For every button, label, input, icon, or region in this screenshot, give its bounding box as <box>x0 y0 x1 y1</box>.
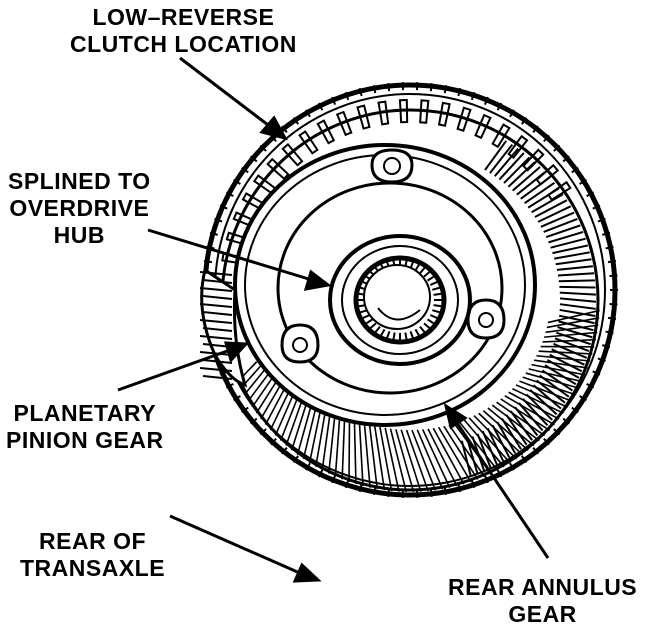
label-line: CLUTCH LOCATION <box>70 31 297 57</box>
rear-transaxle-arrow <box>169 514 322 583</box>
splined-arrow <box>147 228 332 291</box>
leader-lines <box>117 56 550 583</box>
label-line: TRANSAXLE <box>20 555 166 581</box>
outer-rim-teeth <box>202 82 618 498</box>
planetary-arrow <box>117 341 250 392</box>
rear-annulus-arrow <box>443 402 550 559</box>
label-rear-of-transaxle: REAR OF TRANSAXLE <box>20 528 165 582</box>
label-line: LOW–REVERSE <box>92 4 275 30</box>
label-rear-annulus-gear: REAR ANNULUS GEAR <box>448 574 637 628</box>
label-line: REAR ANNULUS <box>448 574 638 600</box>
label-line: HUB <box>53 222 105 248</box>
low-reverse-arrow <box>179 56 288 141</box>
annulus-gear-hatching <box>237 309 600 493</box>
overdrive-hub <box>328 234 472 366</box>
label-line: OVERDRIVE <box>9 195 150 221</box>
label-line: PINION GEAR <box>6 427 164 453</box>
label-line: PLANETARY <box>13 400 157 426</box>
label-line: SPLINED TO <box>8 168 151 194</box>
label-low-reverse-clutch: LOW–REVERSE CLUTCH LOCATION <box>70 4 297 58</box>
label-line: REAR OF <box>39 528 147 554</box>
label-splined-to-overdrive-hub: SPLINED TO OVERDRIVE HUB <box>8 168 151 249</box>
label-line: GEAR <box>508 601 577 627</box>
label-planetary-pinion-gear: PLANETARY PINION GEAR <box>6 400 164 454</box>
